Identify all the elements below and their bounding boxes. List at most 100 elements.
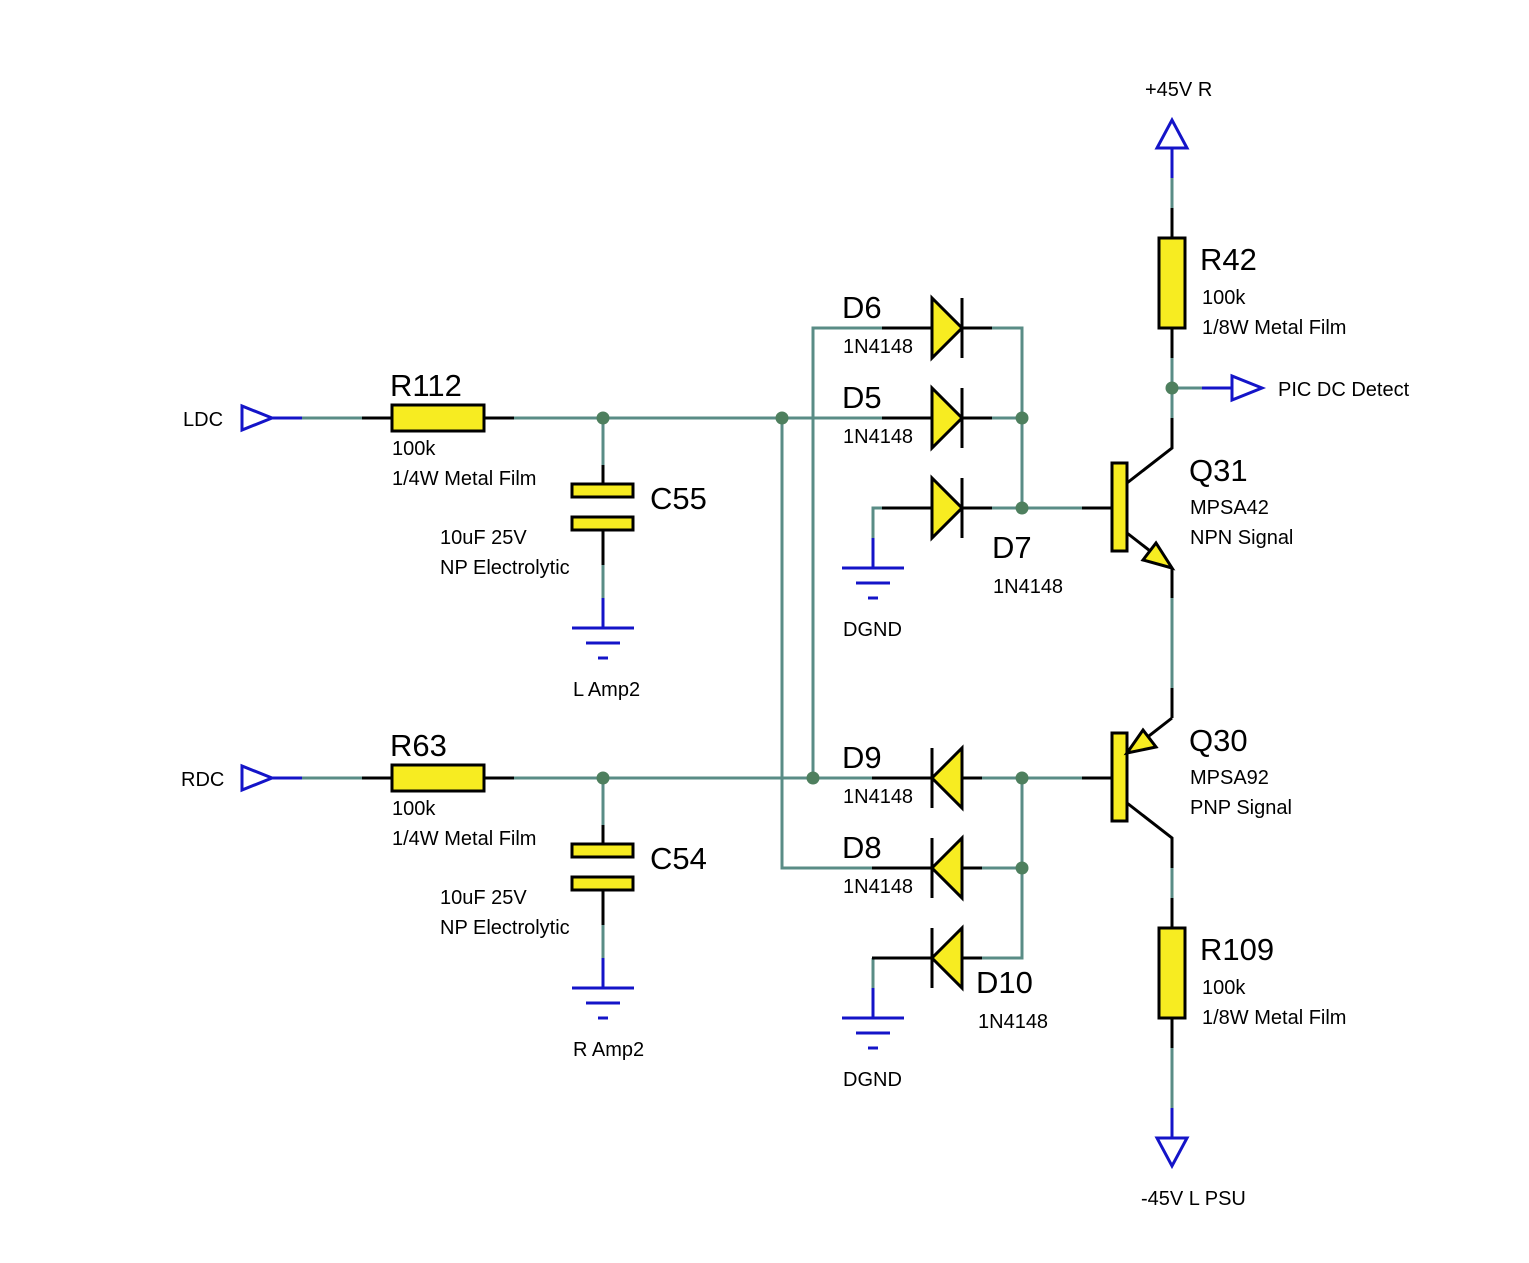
rail-label-negative: -45V L PSU [1141, 1188, 1246, 1210]
ground-label: DGND [843, 619, 902, 641]
diode-d8: D8 1N4148 [842, 830, 982, 902]
capacitor-plate [570, 515, 635, 532]
emitter-arrow-icon [1123, 727, 1159, 756]
value-q31: MPSA42 [1190, 497, 1269, 519]
junction-dot [596, 411, 610, 425]
resistor-body [1157, 926, 1187, 1020]
diode-d5: D5 1N4148 [842, 380, 992, 452]
power-arrow-down-icon [1154, 1136, 1190, 1170]
ref-d6: D6 [842, 290, 882, 325]
ref-d5: D5 [842, 380, 882, 415]
diode-icon [929, 744, 964, 812]
ref-d10: D10 [976, 965, 1033, 1000]
ref-c55: C55 [650, 481, 707, 516]
diode-d7: D7 1N4148 [882, 474, 1063, 598]
port-label-rdc: RDC [181, 769, 224, 791]
ground-icon [842, 1016, 904, 1050]
value-c54: 10uF 25V [440, 887, 527, 909]
diode-icon [930, 384, 965, 452]
resistor-body [390, 403, 486, 433]
diode-d6: D6 1N4148 [842, 290, 992, 362]
value-d6: 1N4148 [843, 336, 913, 358]
junction-dot [1165, 381, 1179, 395]
resistor-r42: R42 100k 1/8W Metal Film [1157, 208, 1346, 358]
value-d7: 1N4148 [993, 576, 1063, 598]
junction-dot [596, 771, 610, 785]
port-label-pic-dc-detect: PIC DC Detect [1278, 379, 1410, 401]
value-r112: 100k [392, 438, 436, 460]
junction-dot [806, 771, 820, 785]
ground-r-amp2: R Amp2 [572, 958, 644, 1061]
npn-transistor-icon [1110, 461, 1129, 553]
junction-dot [1015, 771, 1029, 785]
resistor-r112: R112 100k 1/4W Metal Film [362, 368, 536, 490]
diode-d9: D9 1N4148 [842, 740, 982, 812]
pnp-transistor-icon [1110, 731, 1129, 823]
power-arrow-up-icon [1154, 116, 1190, 150]
value-d5: 1N4148 [843, 426, 913, 448]
ground-icon [842, 566, 904, 600]
desc-c55: NP Electrolytic [440, 557, 570, 579]
ref-c54: C54 [650, 841, 707, 876]
input-port-icon [240, 763, 277, 793]
port-rdc: RDC [181, 763, 302, 793]
emitter-arrow-icon [1140, 540, 1176, 571]
capacitor-c54: C54 10uF 25V NP Electrolytic [440, 825, 707, 939]
capacitor-plate [570, 482, 635, 499]
ground-icon [572, 986, 634, 1020]
desc-q31: NPN Signal [1190, 527, 1293, 549]
rail-label-positive: +45V R [1145, 79, 1212, 101]
desc-r112: 1/4W Metal Film [392, 468, 536, 490]
port-pic-dc-detect: PIC DC Detect [1202, 373, 1410, 403]
capacitor-c55: C55 10uF 25V NP Electrolytic [440, 465, 707, 579]
transistor-q31: Q31 MPSA42 NPN Signal [1082, 418, 1293, 598]
diode-icon [930, 474, 965, 542]
value-d10: 1N4148 [978, 1011, 1048, 1033]
desc-r109: 1/8W Metal Film [1202, 1007, 1346, 1029]
ground-label: DGND [843, 1069, 902, 1091]
desc-q30: PNP Signal [1190, 797, 1292, 819]
value-d9: 1N4148 [843, 786, 913, 808]
ground-l-amp2: L Amp2 [572, 598, 640, 701]
ref-d8: D8 [842, 830, 882, 865]
resistor-body [1157, 236, 1187, 330]
ref-d7: D7 [992, 530, 1032, 565]
ref-r109: R109 [1200, 932, 1274, 967]
ground-dgnd-top: DGND [842, 538, 904, 641]
ground-label: L Amp2 [573, 679, 640, 701]
ground-icon [572, 626, 634, 660]
ref-r42: R42 [1200, 242, 1257, 277]
junction-dot [1015, 411, 1029, 425]
resistor-r63: R63 100k 1/4W Metal Film [362, 728, 536, 850]
junction-dot [775, 411, 789, 425]
ref-r112: R112 [390, 368, 462, 403]
ref-q31: Q31 [1189, 453, 1248, 488]
junctions [596, 381, 1179, 875]
port-label-ldc: LDC [183, 409, 223, 431]
ref-q30: Q30 [1189, 723, 1248, 758]
resistor-body [390, 763, 486, 793]
value-r109: 100k [1202, 977, 1246, 999]
value-d8: 1N4148 [843, 876, 913, 898]
desc-r63: 1/4W Metal Film [392, 828, 536, 850]
desc-r42: 1/8W Metal Film [1202, 317, 1346, 339]
junction-dot [1015, 861, 1029, 875]
capacitor-plate [570, 875, 635, 892]
value-c55: 10uF 25V [440, 527, 527, 549]
ground-label: R Amp2 [573, 1039, 644, 1061]
transistor-q30: Q30 MPSA92 PNP Signal [1082, 688, 1292, 868]
diode-icon [929, 924, 964, 992]
value-r42: 100k [1202, 287, 1246, 309]
desc-c54: NP Electrolytic [440, 917, 570, 939]
port-ldc: LDC [183, 403, 302, 433]
value-q30: MPSA92 [1190, 767, 1269, 789]
output-port-icon [1230, 373, 1267, 403]
wires [302, 178, 1202, 1108]
power-rail-negative: -45V L PSU [1141, 1108, 1246, 1210]
ref-d9: D9 [842, 740, 882, 775]
resistor-r109: R109 100k 1/8W Metal Film [1157, 898, 1346, 1048]
value-r63: 100k [392, 798, 436, 820]
capacitor-plate [570, 842, 635, 859]
ground-dgnd-bottom: DGND [842, 988, 904, 1091]
